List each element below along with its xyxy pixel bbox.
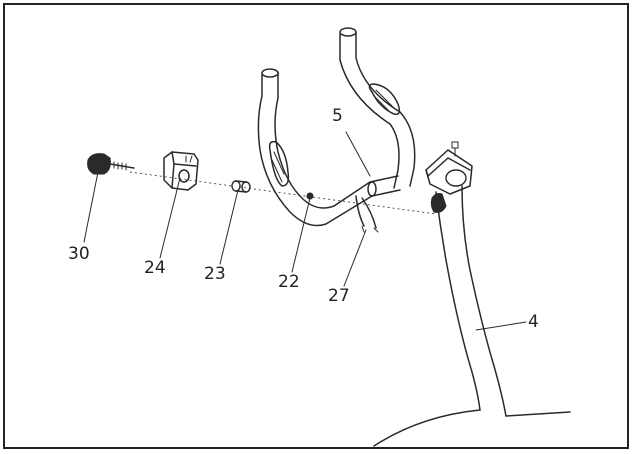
knob-bolt-part-30 <box>87 153 135 175</box>
leader-lines <box>83 131 527 331</box>
diagram-border <box>3 3 629 449</box>
handlebar-part-5 <box>257 27 416 227</box>
clamp-bracket-part-24 <box>163 151 199 191</box>
label-4: 4 <box>528 312 539 332</box>
sleeve-part-23 <box>231 180 251 193</box>
label-24: 24 <box>144 258 166 278</box>
label-23: 23 <box>204 264 226 284</box>
label-30: 30 <box>68 244 90 264</box>
upright-post-part-4 <box>373 141 571 447</box>
label-22: 22 <box>278 272 300 292</box>
sensor-wires-part-27 <box>355 195 379 233</box>
assembly-axis <box>129 171 437 215</box>
label-5: 5 <box>332 106 343 126</box>
label-27: 27 <box>328 286 350 306</box>
